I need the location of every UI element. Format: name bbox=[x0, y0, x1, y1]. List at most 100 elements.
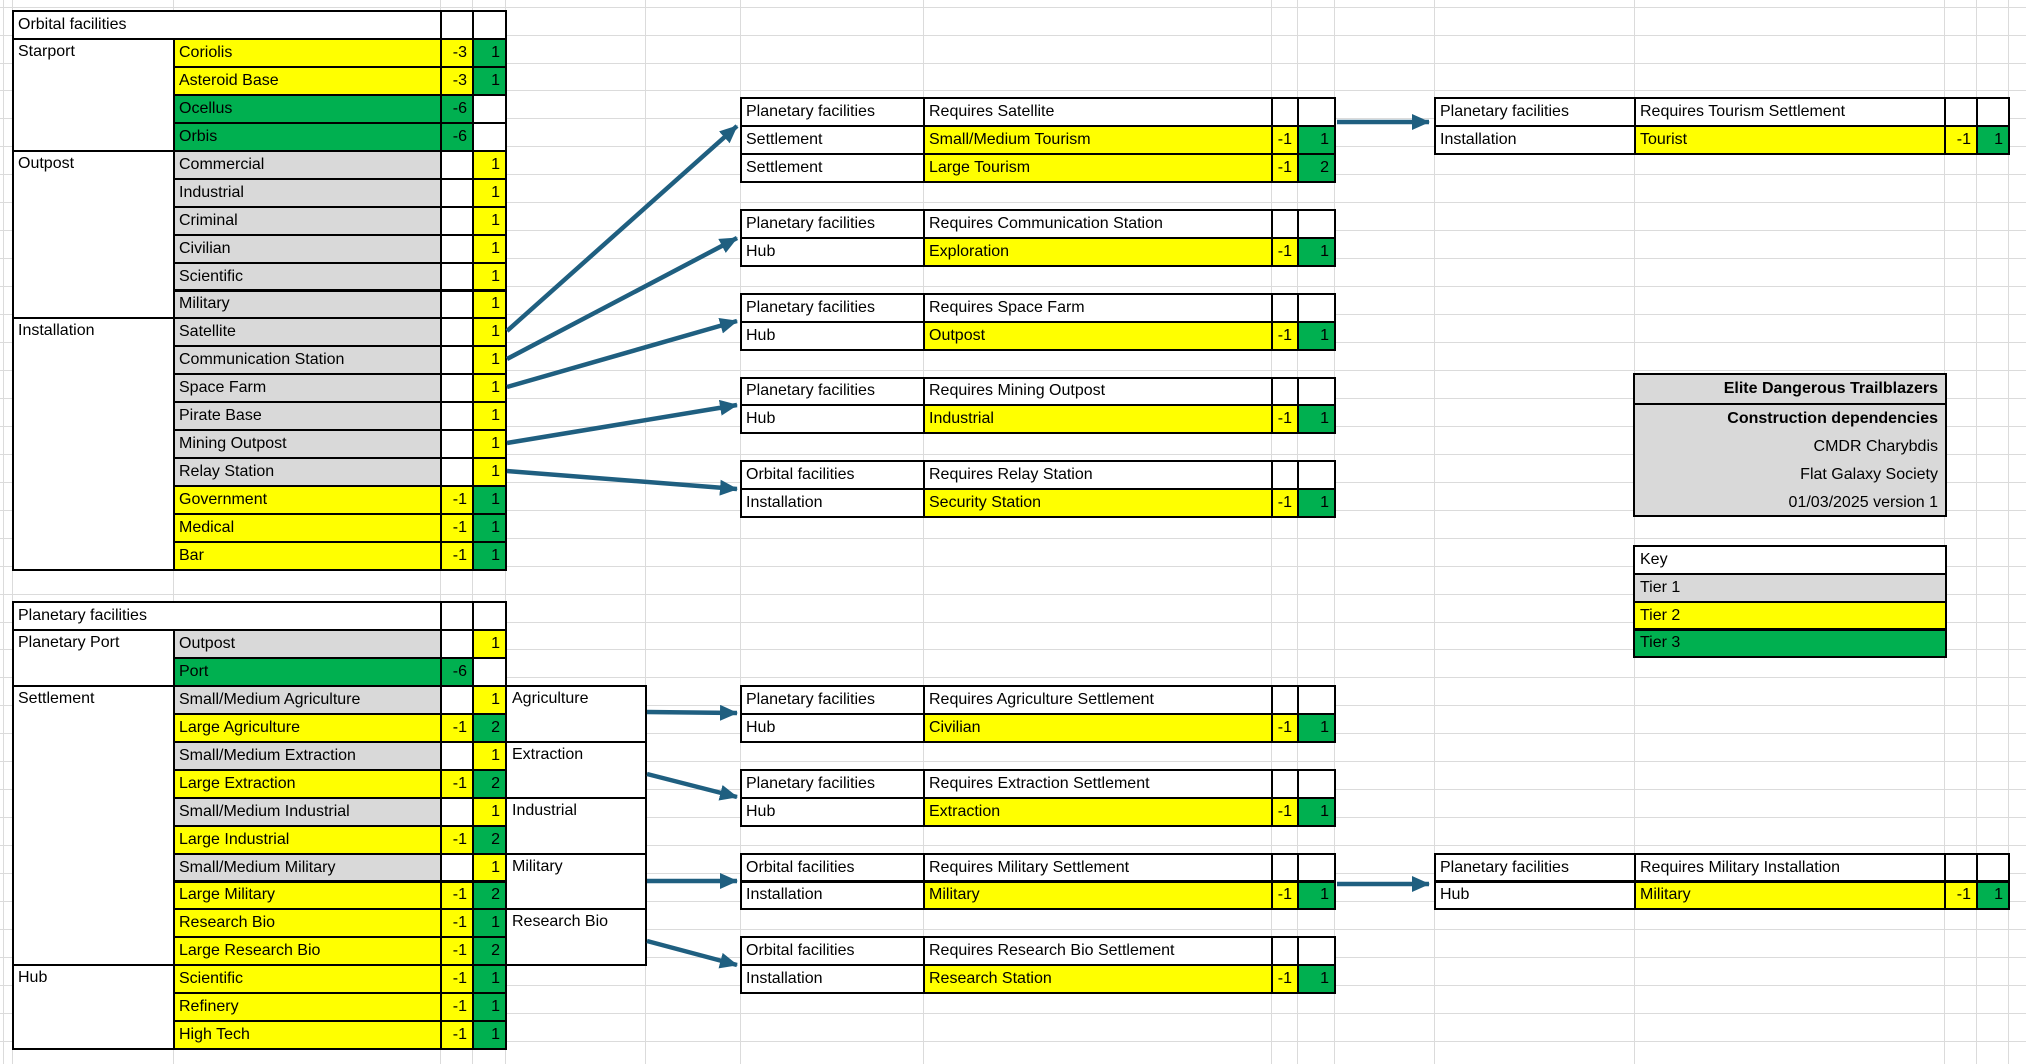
cell-empty[interactable] bbox=[472, 656, 507, 687]
cell-empty[interactable] bbox=[1944, 852, 1978, 883]
cell-small-medium-extraction[interactable]: Small/Medium Extraction bbox=[173, 740, 442, 771]
cell-exploration[interactable]: Exploration bbox=[923, 236, 1273, 267]
cell-1[interactable]: 1 bbox=[1976, 880, 2010, 911]
cell-installation[interactable]: Installation bbox=[12, 317, 175, 571]
cell-1[interactable]: -1 bbox=[440, 936, 474, 967]
cell-small-medium-industrial[interactable]: Small/Medium Industrial bbox=[173, 796, 442, 827]
cell-military[interactable]: Military bbox=[173, 289, 442, 320]
cell-security-station[interactable]: Security Station bbox=[923, 488, 1273, 519]
cell-1[interactable]: 1 bbox=[1297, 320, 1336, 351]
cell-communication-station[interactable]: Communication Station bbox=[173, 345, 442, 376]
cell-empty[interactable] bbox=[440, 628, 474, 659]
requires-space-farm-header-requires-space-farm[interactable]: Requires Space Farm bbox=[923, 292, 1273, 323]
cell-installation[interactable]: Installation bbox=[740, 964, 925, 995]
cell-empty[interactable] bbox=[440, 373, 474, 404]
cell-criminal[interactable]: Criminal bbox=[173, 205, 442, 236]
cell-military[interactable]: Military bbox=[1634, 880, 1946, 911]
cell-1[interactable]: 1 bbox=[472, 541, 507, 571]
cell-1[interactable]: 1 bbox=[472, 149, 507, 180]
cell-3[interactable]: -3 bbox=[440, 37, 474, 68]
cell-empty[interactable] bbox=[1271, 768, 1299, 799]
requires-tourism-settlement-header-planetary-facilities[interactable]: Planetary facilities bbox=[1434, 97, 1636, 127]
requires-military-settlement-header-requires-military-settlement[interactable]: Requires Military Settlement bbox=[923, 852, 1273, 883]
cell-large-military[interactable]: Large Military bbox=[173, 880, 442, 911]
cell-1[interactable]: -1 bbox=[1271, 404, 1299, 435]
cell-1[interactable]: 1 bbox=[472, 177, 507, 208]
cell-empty[interactable] bbox=[440, 317, 474, 348]
cell-settlement[interactable]: Settlement bbox=[740, 152, 925, 183]
cell-1[interactable]: 1 bbox=[472, 852, 507, 883]
category-label-extraction[interactable]: Extraction bbox=[505, 740, 647, 799]
cell-1[interactable]: 1 bbox=[1297, 880, 1336, 911]
cell-1[interactable]: -1 bbox=[1271, 880, 1299, 911]
orbital-facilities-header-orbital-facilities[interactable]: Orbital facilities bbox=[12, 10, 442, 40]
cell-outpost[interactable]: Outpost bbox=[12, 149, 175, 320]
cell-empty[interactable] bbox=[1976, 97, 2010, 127]
cell-1[interactable]: 1 bbox=[1976, 124, 2010, 155]
requires-extraction-settlement-header-planetary-facilities[interactable]: Planetary facilities bbox=[740, 768, 925, 799]
cell-1[interactable]: 1 bbox=[472, 65, 507, 96]
cell-settlement[interactable]: Settlement bbox=[740, 124, 925, 155]
cell-empty[interactable] bbox=[1271, 852, 1299, 883]
cell-3[interactable]: -3 bbox=[440, 65, 474, 96]
cell-medical[interactable]: Medical bbox=[173, 513, 442, 544]
cell-1[interactable]: 1 bbox=[472, 628, 507, 659]
cell-empty[interactable] bbox=[440, 10, 474, 40]
cell-empty[interactable] bbox=[440, 149, 474, 180]
cell-scientific[interactable]: Scientific bbox=[173, 964, 442, 995]
cell-empty[interactable] bbox=[440, 684, 474, 715]
cell-hub[interactable]: Hub bbox=[740, 404, 925, 435]
cell-space-farm[interactable]: Space Farm bbox=[173, 373, 442, 404]
requires-research-bio-settlement-header-orbital-facilities[interactable]: Orbital facilities bbox=[740, 936, 925, 967]
cell-1[interactable]: -1 bbox=[440, 908, 474, 939]
cell-empty[interactable] bbox=[440, 177, 474, 208]
cell-industrial[interactable]: Industrial bbox=[923, 404, 1273, 435]
cell-hub[interactable]: Hub bbox=[12, 964, 175, 1051]
cell-1[interactable]: 1 bbox=[472, 513, 507, 544]
cell-empty[interactable] bbox=[472, 601, 507, 631]
key-title-cell[interactable]: Key bbox=[1633, 544, 1947, 575]
category-label-agriculture[interactable]: Agriculture bbox=[505, 684, 647, 743]
cell-small-medium-agriculture[interactable]: Small/Medium Agriculture bbox=[173, 684, 442, 715]
cell-empty[interactable] bbox=[440, 796, 474, 827]
cell-small-medium-tourism[interactable]: Small/Medium Tourism bbox=[923, 124, 1273, 155]
cell-2[interactable]: 2 bbox=[1297, 152, 1336, 183]
cell-orbis[interactable]: Orbis bbox=[173, 121, 442, 152]
cell-empty[interactable] bbox=[1271, 460, 1299, 491]
requires-relay-station-header-orbital-facilities[interactable]: Orbital facilities bbox=[740, 460, 925, 491]
cell-2[interactable]: 2 bbox=[472, 936, 507, 967]
cell-government[interactable]: Government bbox=[173, 485, 442, 516]
cell-empty[interactable] bbox=[440, 852, 474, 883]
requires-research-bio-settlement-header-requires-research-bio-settlement[interactable]: Requires Research Bio Settlement bbox=[923, 936, 1273, 967]
cell-1[interactable]: -1 bbox=[1944, 124, 1978, 155]
cell-empty[interactable] bbox=[440, 345, 474, 376]
cell-empty[interactable] bbox=[1297, 292, 1336, 323]
key-tier1-cell[interactable]: Tier 1 bbox=[1633, 572, 1947, 603]
cell-1[interactable]: 1 bbox=[1297, 796, 1336, 827]
cell-hub[interactable]: Hub bbox=[740, 796, 925, 827]
cell-1[interactable]: 1 bbox=[1297, 712, 1336, 743]
cell-1[interactable]: -1 bbox=[440, 964, 474, 995]
cell-empty[interactable] bbox=[1297, 208, 1336, 239]
cell-1[interactable]: -1 bbox=[1271, 320, 1299, 351]
key-tier2-cell[interactable]: Tier 2 bbox=[1633, 600, 1947, 631]
cell-empty[interactable] bbox=[472, 10, 507, 40]
cell-6[interactable]: -6 bbox=[440, 656, 474, 687]
cell-ocellus[interactable]: Ocellus bbox=[173, 93, 442, 124]
cell-empty[interactable] bbox=[440, 289, 474, 320]
cell-empty[interactable] bbox=[440, 601, 474, 631]
cell-1[interactable]: -1 bbox=[440, 541, 474, 571]
cell-1[interactable]: -1 bbox=[440, 485, 474, 516]
cell-hub[interactable]: Hub bbox=[740, 236, 925, 267]
cell-empty[interactable] bbox=[1271, 936, 1299, 967]
cell-scientific[interactable]: Scientific bbox=[173, 261, 442, 292]
category-label-industrial[interactable]: Industrial bbox=[505, 796, 647, 855]
requires-mining-outpost-header-requires-mining-outpost[interactable]: Requires Mining Outpost bbox=[923, 376, 1273, 407]
cell-1[interactable]: 1 bbox=[1297, 236, 1336, 267]
cell-installation[interactable]: Installation bbox=[740, 880, 925, 911]
cell-1[interactable]: -1 bbox=[1944, 880, 1978, 911]
cell-hub[interactable]: Hub bbox=[1434, 880, 1636, 911]
cell-empty[interactable] bbox=[1271, 292, 1299, 323]
cell-1[interactable]: -1 bbox=[1271, 964, 1299, 995]
cell-1[interactable]: 1 bbox=[472, 373, 507, 404]
